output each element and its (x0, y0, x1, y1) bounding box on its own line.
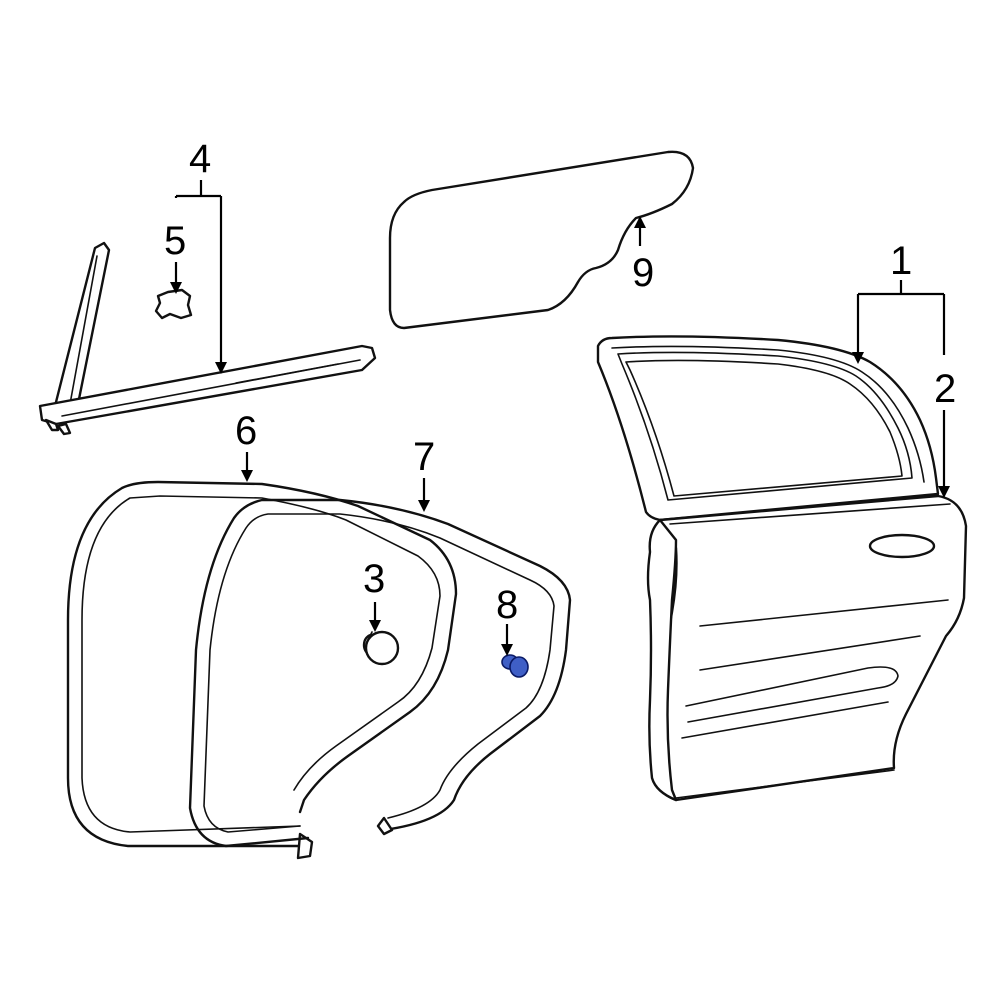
callout-7[interactable]: 7 (413, 435, 435, 479)
part-5-channel-clip[interactable] (154, 288, 193, 320)
callout-2[interactable]: 2 (934, 367, 956, 411)
callout-6[interactable]: 6 (235, 409, 257, 453)
callout-8[interactable]: 8 (496, 583, 518, 627)
part-8-clip-highlighted[interactable] (501, 654, 529, 678)
part-6-body-weatherstrip[interactable] (66, 480, 458, 860)
callout-9[interactable]: 9 (632, 251, 654, 295)
part-7-door-seal[interactable] (188, 498, 572, 848)
callout-1[interactable]: 1 (890, 239, 912, 283)
callout-4[interactable]: 4 (189, 137, 211, 181)
part-3-plug[interactable] (362, 630, 400, 666)
callout-labels: 1 2 3 4 5 6 7 8 9 (164, 137, 956, 627)
callout-3[interactable]: 3 (363, 557, 385, 601)
part-9-door-glass[interactable] (388, 150, 695, 330)
leader-lines (170, 180, 950, 656)
part-4-run-channel[interactable] (38, 241, 377, 436)
callout-5[interactable]: 5 (164, 219, 186, 263)
part-1-door-shell[interactable] (596, 335, 968, 802)
